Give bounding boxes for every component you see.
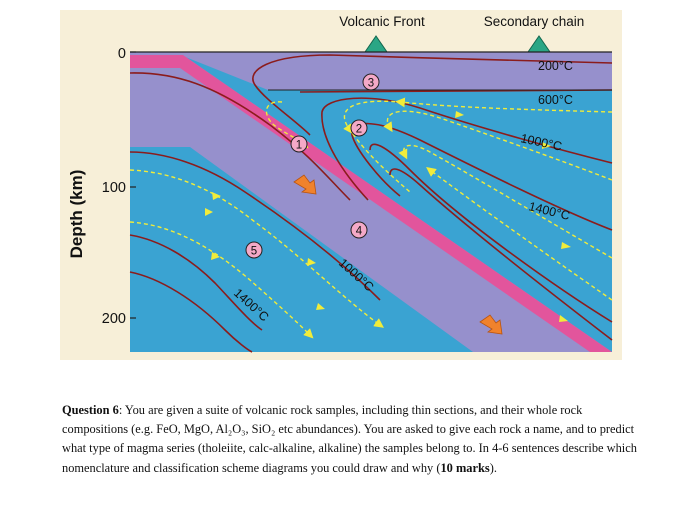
- site-marker-2: 2: [351, 120, 367, 136]
- y-tick-label-200: 200: [102, 311, 126, 327]
- site-marker-label: 2: [356, 124, 362, 136]
- y-axis-label: Depth (km): [67, 170, 86, 259]
- question-label: Question 6: [62, 403, 119, 417]
- site-marker-label: 3: [368, 78, 374, 90]
- site-marker-3: 3: [363, 74, 379, 90]
- y-tick-label-100: 100: [102, 180, 126, 196]
- question-body: : You are given a suite of volcanic rock…: [62, 403, 637, 475]
- site-marker-label: 1: [296, 140, 302, 152]
- isotherm-label-200: 200°C: [538, 59, 573, 73]
- site-marker-4: 4: [351, 222, 367, 238]
- question-end: ).: [490, 461, 497, 475]
- question-marks: 10 marks: [440, 461, 489, 475]
- question-text: Question 6: You are given a suite of vol…: [62, 401, 642, 478]
- isotherm-label-600: 600°C: [538, 93, 573, 107]
- site-marker-5: 5: [246, 242, 262, 258]
- volcanic-front-label: Volcanic Front: [339, 14, 425, 29]
- y-tick-label-0: 0: [118, 46, 126, 62]
- site-marker-label: 5: [251, 246, 257, 258]
- site-marker-label: 4: [356, 226, 363, 238]
- secondary-chain-label: Secondary chain: [484, 14, 585, 29]
- subduction-zone-diagram: Volcanic Front Secondary chain Depth (km…: [0, 0, 700, 365]
- site-marker-1: 1: [291, 136, 307, 152]
